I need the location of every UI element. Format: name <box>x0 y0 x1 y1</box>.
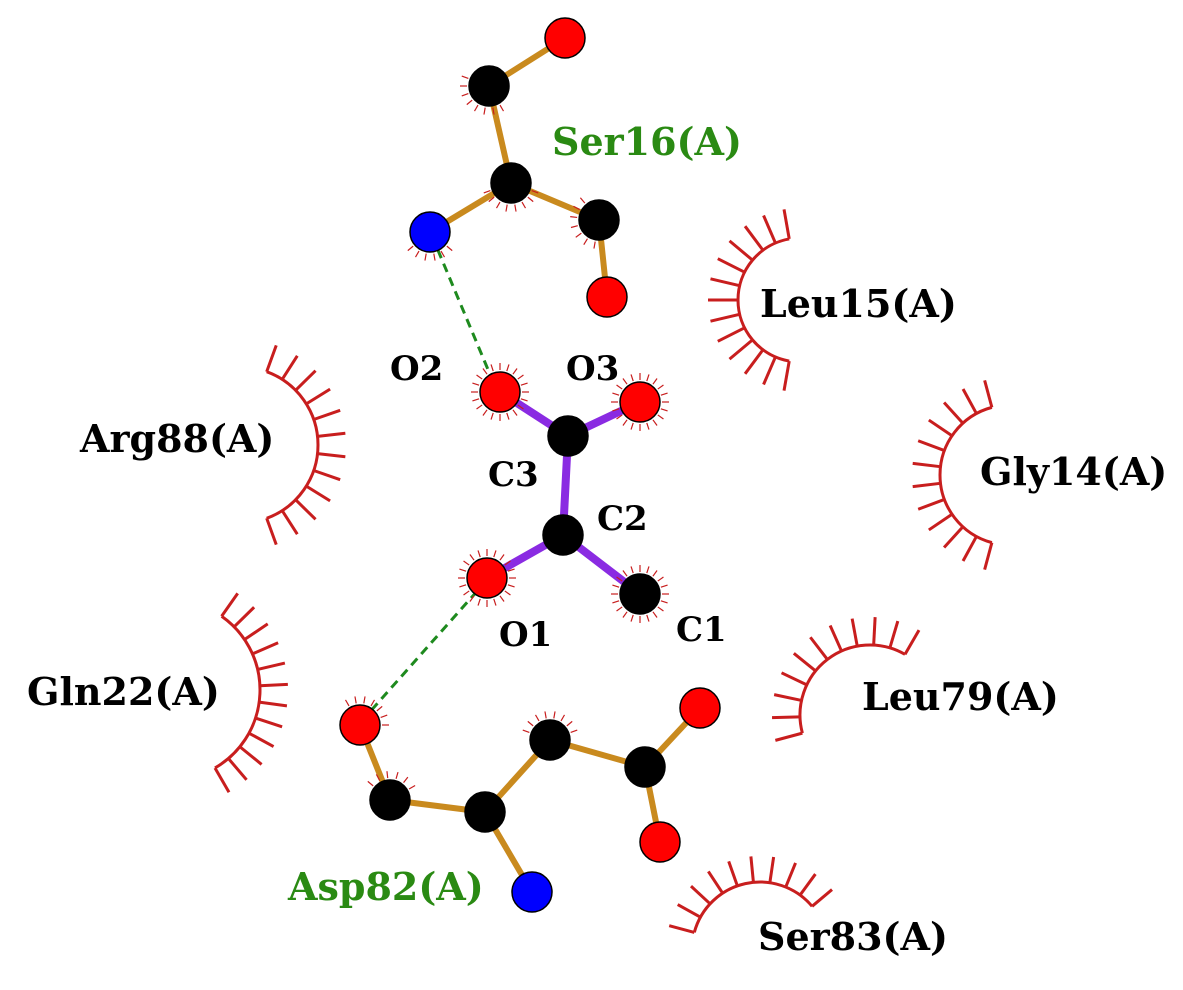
label-leu79: Leu79(A) <box>862 674 1059 719</box>
hydrophobic-arc-gly14 <box>912 379 994 571</box>
ser16-atoms <box>409 17 628 318</box>
hbond-o1-asp82-o <box>358 579 489 724</box>
label-arg88: Arg88(A) <box>79 416 274 461</box>
ser16-n-atom <box>409 211 451 253</box>
label-gln22: Gln22(A) <box>27 669 220 714</box>
ligand-o1-atom <box>466 557 508 599</box>
ligand-c1-atom <box>619 573 661 615</box>
asp82-c-atom <box>369 779 411 821</box>
contact-halo-asp82-o <box>344 696 389 726</box>
hydrophobic-arc-ser83 <box>668 856 833 934</box>
asp82-od2-atom <box>639 821 681 863</box>
contact-halo-lig-o2 <box>471 363 529 421</box>
asp82-n-atom <box>511 871 553 913</box>
atom-contact-halos <box>344 75 669 790</box>
asp82-ca-atom <box>464 791 506 833</box>
label-leu15: Leu15(A) <box>760 281 957 326</box>
hydrophobic-arc-leu79 <box>771 617 921 742</box>
ligand-o3-atom <box>619 381 661 423</box>
ligand-atom-labels: O2 O3 C3 C2 O1 C1 <box>390 349 727 655</box>
hydrophobic-arc-leu15 <box>708 209 791 391</box>
label-gly14: Gly14(A) <box>980 449 1167 494</box>
label-ser16: Ser16(A) <box>552 119 742 164</box>
contact-halo-ser16-cb <box>460 75 505 115</box>
ligand-c3-atom <box>547 415 589 457</box>
ligand-o2-atom <box>479 371 521 413</box>
contact-halo-lig-o3 <box>611 373 669 431</box>
label-o3: O3 <box>566 349 619 389</box>
label-c2: C2 <box>597 499 648 539</box>
ser16-og-atom <box>544 17 586 59</box>
ligand-atoms <box>466 371 661 615</box>
asp82-atoms <box>339 687 721 913</box>
hydrophobic-arc-arg88 <box>265 344 346 546</box>
contact-halo-lig-c1 <box>611 565 669 623</box>
ser16-c-atom <box>578 199 620 241</box>
hbond-ser16-n-o2 <box>430 235 499 392</box>
label-o2: O2 <box>390 349 443 389</box>
contact-halo-ser16-c <box>570 197 596 249</box>
contact-halo-lig-o1 <box>458 549 516 607</box>
asp82-cg-atom <box>624 746 666 788</box>
ser16-ca-atom <box>490 162 532 204</box>
ser16-cb-atom <box>468 65 510 107</box>
label-o1: O1 <box>499 615 552 655</box>
hydrogen-bonds <box>358 235 499 724</box>
residue-labels: Ser16(A) Asp82(A) Leu15(A) Arg88(A) Gly1… <box>27 119 1167 959</box>
asp82-od1-atom <box>679 687 721 729</box>
contact-halo-ser16-n <box>407 245 453 261</box>
label-asp82: Asp82(A) <box>287 864 484 909</box>
ligand-c2-atom <box>542 514 584 556</box>
ser16-o-atom <box>586 276 628 318</box>
label-ser83: Ser83(A) <box>758 914 948 959</box>
label-c3: C3 <box>488 455 539 495</box>
label-c1: C1 <box>676 610 727 650</box>
contact-halo-asp82-cb <box>522 711 578 734</box>
hydrophobic-arcs <box>213 209 994 934</box>
hydrophobic-arc-gln22 <box>213 592 288 793</box>
asp82-cb-atom <box>529 719 571 761</box>
asp82-o-atom <box>339 704 381 746</box>
contact-halo-asp82-c <box>367 771 416 790</box>
contact-halo-ser16-ca <box>483 189 539 212</box>
